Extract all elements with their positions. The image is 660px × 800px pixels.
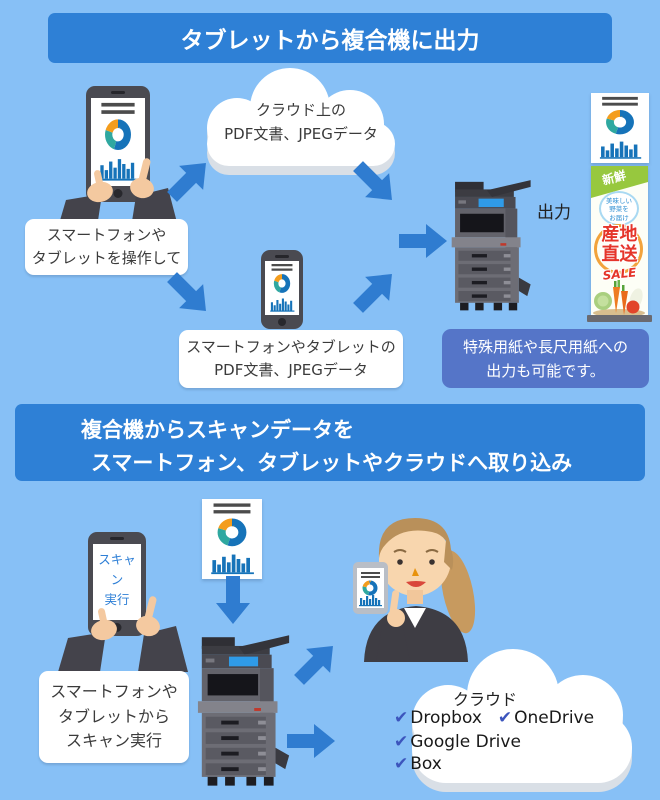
nobori-main-text: 産地 直送 xyxy=(591,225,648,265)
smartphone-icon xyxy=(261,250,303,329)
woman-avatar xyxy=(353,518,476,662)
donut-bar-chart-icon xyxy=(270,264,295,312)
donut-bar-chart-icon xyxy=(599,96,642,159)
section2-heading-line1: 複合機からスキャンデータを xyxy=(81,418,354,442)
label-operate-line2: タブレットを操作して xyxy=(31,249,182,267)
scan-document-icon xyxy=(202,499,262,579)
service-row-3: ✔Box xyxy=(394,754,442,774)
nobori-bubble-line2: 野菜を xyxy=(609,205,629,214)
service-row-2: ✔Google Drive xyxy=(394,732,521,752)
checkmark-icon: ✔ xyxy=(497,708,513,728)
note-special-paper: 特殊用紙や長尺用紙への 出力も可能です。 xyxy=(442,329,649,388)
nobori-header-text: 新鮮 xyxy=(600,168,628,188)
nobori-bubble-line3: お届け xyxy=(609,213,629,222)
service-onedrive: ✔OneDrive xyxy=(497,708,595,728)
arrow-up-right-icon xyxy=(157,148,221,212)
printed-document-icon xyxy=(591,93,649,163)
service-row-1: ✔Dropbox ✔OneDrive xyxy=(394,708,594,728)
scan-phone-home-button xyxy=(112,623,122,632)
nobori-main-line2: 直送 xyxy=(601,243,638,265)
service-dropbox: ✔Dropbox xyxy=(394,708,482,728)
cloud-top: クラウド上の PDF文書、JPEGデータ xyxy=(185,68,417,178)
nobori-ring-decoration xyxy=(594,224,643,274)
donut-bar-chart-icon xyxy=(211,503,254,575)
arrow-up-right-icon xyxy=(343,259,407,323)
scan-phone-speaker xyxy=(110,537,124,540)
checkmark-icon: ✔ xyxy=(394,754,409,774)
label-scan-line1: スマートフォンや xyxy=(50,681,178,701)
label-scan: スマートフォンや タブレットから スキャン実行 xyxy=(39,671,189,763)
arrow-down-right-icon xyxy=(157,262,221,326)
service-box: ✔Box xyxy=(394,754,442,774)
label-operate: スマートフォンや タブレットを操作して xyxy=(25,219,188,275)
nobori-base-bar xyxy=(587,315,652,322)
hands-tablet-illustration xyxy=(56,86,180,234)
scan-phone-icon: スキャン 実行 xyxy=(88,532,146,636)
section2-heading: 複合機からスキャンデータを スマートフォン、タブレットやクラウドへ取り込み xyxy=(15,404,645,481)
hands-icon xyxy=(56,158,180,234)
mfp-printer-icon xyxy=(450,173,534,315)
arrow-right-icon xyxy=(285,721,337,761)
nobori-bubble-line1: 美味しい xyxy=(606,197,632,205)
scan-phone-screen: スキャン 実行 xyxy=(93,544,141,620)
arrow-down-right-icon xyxy=(343,151,407,215)
arrow-right-icon xyxy=(396,221,450,261)
scan-phone-line1: スキャン xyxy=(98,552,136,587)
service-google-drive: ✔Google Drive xyxy=(394,732,521,752)
output-label: 出力 xyxy=(537,203,571,223)
woman-with-phone-illustration xyxy=(336,492,496,662)
checkmark-icon: ✔ xyxy=(394,708,409,728)
section1-heading: タブレットから複合機に出力 xyxy=(48,13,612,63)
scan-phone-screen-text: スキャン 実行 xyxy=(93,544,141,610)
label-operate-line1: スマートフォンや xyxy=(46,225,167,244)
checkmark-icon: ✔ xyxy=(394,732,409,752)
vegetables-icon xyxy=(593,280,645,317)
smartphone-speaker xyxy=(275,255,289,258)
hands-icon xyxy=(58,596,188,672)
label-device-line2: PDF文書、JPEGデータ xyxy=(214,361,368,379)
tablet-screen xyxy=(91,98,145,186)
label-device-data: スマートフォンやタブレットの PDF文書、JPEGデータ xyxy=(179,330,403,388)
cloud-icon xyxy=(207,68,395,175)
tablet-speaker xyxy=(111,91,125,94)
cloud-services-title: クラウド xyxy=(452,690,517,709)
label-scan-line2: タブレットから xyxy=(57,706,170,726)
note-line2: 出力も可能です。 xyxy=(486,361,605,380)
hands-scan-phone-illustration: スキャン 実行 xyxy=(58,520,188,672)
cloud-top-label: クラウド上の PDF文書、JPEGデータ xyxy=(185,98,417,146)
smartphone-home-button xyxy=(278,318,286,326)
scan-phone-line2: 実行 xyxy=(104,592,130,607)
smartphone-screen xyxy=(265,261,299,315)
donut-bar-chart-icon xyxy=(99,102,138,181)
arrow-down-icon xyxy=(213,575,253,625)
tablet-home-button xyxy=(113,189,123,198)
section1-heading-text: タブレットから複合機に出力 xyxy=(180,28,480,54)
cloud-icon xyxy=(412,649,632,792)
label-device-line1: スマートフォンやタブレットの xyxy=(186,337,396,356)
nobori-banner: 新鮮 美味しい 野菜を お届け 産地 直送 SALE xyxy=(591,166,648,317)
nobori-bubble: 美味しい 野菜を お届け xyxy=(599,191,639,226)
mfp-printer-icon xyxy=(196,630,293,788)
label-scan-line3: スキャン実行 xyxy=(65,731,162,751)
section2-heading-line2: スマートフォン、タブレットやクラウドへ取り込み xyxy=(91,450,573,475)
cloud-services: クラウド ✔Dropbox ✔OneDrive ✔Google Drive ✔B… xyxy=(388,645,656,793)
cloud-top-line2: PDF文書、JPEGデータ xyxy=(224,125,378,143)
arrow-up-right-icon xyxy=(284,631,348,695)
cloud-top-line1: クラウド上の xyxy=(255,101,346,119)
nobori-main-line1: 産地 xyxy=(601,224,638,245)
note-line1: 特殊用紙や長尺用紙への xyxy=(462,337,628,356)
